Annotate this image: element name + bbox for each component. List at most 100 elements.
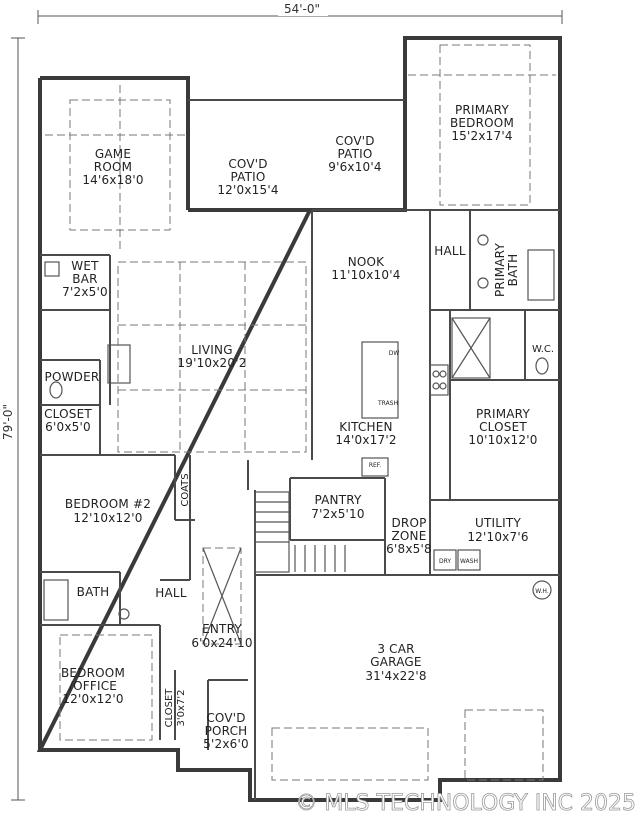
room-closet-1: CLOSET 6'0x5'0 — [44, 407, 92, 434]
svg-text:12'0x12'0: 12'0x12'0 — [62, 692, 123, 706]
room-kitchen: KITCHEN 14'0x17'2 — [335, 420, 396, 447]
garage-door-left — [271, 727, 429, 781]
fireplace-icon — [107, 344, 131, 384]
ceiling-details — [45, 44, 556, 741]
svg-text:HALL: HALL — [434, 244, 466, 258]
range-icon — [429, 364, 449, 396]
garage-door-right — [464, 709, 544, 781]
svg-text:DROP: DROP — [391, 516, 426, 530]
wash-label: WASH — [460, 558, 478, 565]
wh-label: W.H. — [535, 588, 549, 595]
bathtub-icon — [43, 579, 69, 621]
svg-text:CLOSET: CLOSET — [164, 688, 175, 728]
room-drop-zone: DROP ZONE 6'8x5'8 — [386, 516, 432, 556]
svg-text:15'2x17'4: 15'2x17'4 — [451, 129, 512, 143]
svg-text:GARAGE: GARAGE — [370, 655, 421, 669]
refrigerator-icon — [361, 457, 389, 477]
fixture-labels: REF. TRASH DW DRY WASH W.H. — [369, 350, 549, 595]
room-pantry: PANTRY 7'2x5'10 — [311, 493, 364, 521]
dw-label: DW — [389, 350, 400, 357]
svg-text:BEDROOM: BEDROOM — [61, 666, 125, 680]
svg-text:BEDROOM: BEDROOM — [450, 116, 514, 130]
toilet-icon — [49, 381, 63, 399]
room-bath: BATH — [77, 585, 110, 599]
kitchen-island — [361, 341, 399, 419]
room-bedroom-office: BEDROOM /OFFICE 12'0x12'0 — [61, 666, 125, 706]
svg-text:10'10x12'0: 10'10x12'0 — [468, 433, 537, 447]
room-entry: ENTRY 6'0x24'10 — [191, 622, 252, 650]
svg-text:PORCH: PORCH — [205, 724, 248, 738]
dryer-icon — [433, 549, 457, 571]
svg-text:WET: WET — [71, 259, 99, 273]
svg-text:PRIMARY: PRIMARY — [476, 407, 530, 421]
svg-text:6'8x5'8: 6'8x5'8 — [386, 542, 432, 556]
room-primary-bedroom: PRIMARY BEDROOM 15'2x17'4 — [450, 103, 514, 143]
washer-icon — [457, 549, 481, 571]
room-covd-porch: COV'D PORCH 5'2x6'0 — [203, 711, 249, 751]
room-covd-patio-2: COV'D PATIO 9'6x10'4 — [328, 134, 381, 174]
svg-text:KITCHEN: KITCHEN — [339, 420, 392, 434]
svg-text:19'10x20'2: 19'10x20'2 — [177, 356, 246, 370]
stairs — [254, 491, 346, 573]
room-covd-patio-1: COV'D PATIO 12'0x15'4 — [217, 157, 278, 197]
sink-icon — [477, 234, 489, 246]
svg-text:3 CAR: 3 CAR — [377, 642, 414, 656]
entry-skylight — [202, 547, 242, 645]
room-garage: 3 CAR GARAGE 31'4x22'8 — [365, 642, 426, 683]
svg-text:ROOM: ROOM — [94, 160, 132, 174]
bar-sink-icon — [44, 261, 60, 277]
svg-text:PRIMARY: PRIMARY — [455, 103, 509, 117]
room-powder: POWDER — [45, 370, 100, 384]
svg-text:BAR: BAR — [72, 272, 97, 286]
svg-text:6'0x5'0: 6'0x5'0 — [45, 420, 91, 434]
svg-text:PATIO: PATIO — [337, 147, 372, 161]
room-hall-1: HALL — [434, 244, 466, 258]
svg-text:HALL: HALL — [155, 586, 187, 600]
svg-text:W.C.: W.C. — [532, 344, 554, 355]
svg-text:GAME: GAME — [95, 147, 131, 161]
svg-text:12'10x7'6: 12'10x7'6 — [467, 530, 528, 544]
interior-walls — [40, 209, 560, 800]
svg-text:7'2x5'0: 7'2x5'0 — [62, 285, 108, 299]
svg-text:PATIO: PATIO — [230, 170, 265, 184]
shower-icon — [451, 317, 491, 379]
svg-text:BATH: BATH — [506, 254, 520, 287]
sink-icon — [118, 608, 130, 620]
svg-text:CLOSET: CLOSET — [44, 407, 92, 421]
svg-text:BEDROOM #2: BEDROOM #2 — [65, 497, 151, 511]
ref-label: REF. — [369, 462, 381, 469]
svg-text:COV'D: COV'D — [228, 157, 267, 171]
svg-text:ZONE: ZONE — [391, 529, 426, 543]
dimension-lines: 54'-0" 79'-0" — [1, 2, 563, 801]
sink-icon — [477, 277, 489, 289]
svg-text:11'10x10'4: 11'10x10'4 — [331, 268, 400, 282]
width-dimension: 54'-0" — [284, 2, 320, 16]
svg-text:3'0x7'2: 3'0x7'2 — [176, 690, 187, 727]
room-primary-closet: PRIMARY CLOSET 10'10x12'0 — [468, 407, 537, 447]
svg-text:PANTRY: PANTRY — [314, 493, 362, 507]
svg-text:CLOSET: CLOSET — [479, 420, 527, 434]
svg-text:5'2x6'0: 5'2x6'0 — [203, 737, 249, 751]
svg-text:14'6x18'0: 14'6x18'0 — [82, 173, 143, 187]
svg-text:BATH: BATH — [77, 585, 110, 599]
svg-text:POWDER: POWDER — [45, 370, 100, 384]
depth-dimension: 79'-0" — [1, 404, 15, 440]
room-closet-2: CLOSET 3'0x7'2 — [164, 688, 187, 728]
room-wet-bar: WET BAR 7'2x5'0 — [62, 259, 108, 299]
svg-text:COATS: COATS — [180, 473, 191, 506]
svg-text:6'0x24'10: 6'0x24'10 — [191, 636, 252, 650]
fixtures — [43, 234, 555, 781]
svg-text:NOOK: NOOK — [348, 255, 385, 269]
room-bedroom-2: BEDROOM #2 12'10x12'0 — [65, 497, 151, 525]
svg-text:UTILITY: UTILITY — [475, 516, 521, 530]
trash-label: TRASH — [377, 400, 398, 407]
svg-text:ENTRY: ENTRY — [202, 622, 242, 636]
room-primary-bath: PRIMARY BATH — [493, 243, 520, 297]
exterior-walls — [36, 36, 562, 802]
room-nook: NOOK 11'10x10'4 — [331, 255, 400, 282]
svg-text:12'10x12'0: 12'10x12'0 — [73, 511, 142, 525]
svg-text:/OFFICE: /OFFICE — [69, 679, 117, 693]
water-heater-icon — [532, 580, 552, 600]
svg-text:LIVING: LIVING — [191, 343, 232, 357]
